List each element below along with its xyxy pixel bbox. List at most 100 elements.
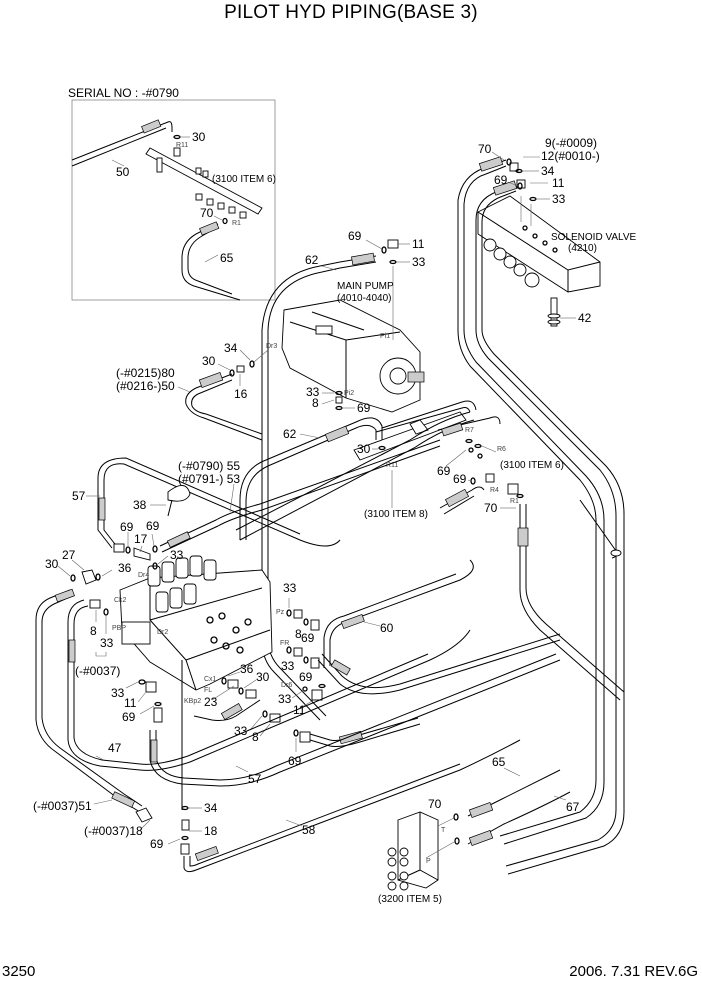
inset-manifold <box>145 147 263 215</box>
callout-8: 8 <box>90 624 97 638</box>
callout-70: 70 <box>428 797 442 811</box>
callout-65: 65 <box>220 251 234 265</box>
callout-57: 57 <box>248 772 262 786</box>
hose-55-53 <box>159 439 441 547</box>
callout-8: 8 <box>295 627 302 641</box>
callout-58: 58 <box>302 823 316 837</box>
callout-38: 38 <box>133 498 147 512</box>
hose-47 <box>67 599 471 771</box>
callout-34: 34 <box>204 801 218 815</box>
callout-50: (#0216-)50 <box>116 379 175 393</box>
callout-69: 69 <box>357 401 371 415</box>
callout-33: 33 <box>281 659 295 673</box>
hose-67-lower <box>467 791 571 845</box>
callout-69: 69 <box>348 229 362 243</box>
main-pump-code: (4010-4040) <box>337 293 391 304</box>
port-fr: FR <box>280 640 289 647</box>
hose-51 <box>35 589 141 813</box>
port-cx1: Cx1 <box>204 676 217 683</box>
drain-line: 34 30 16 (-#0215)80 (#0216-)50 <box>116 341 269 441</box>
port-dr3: Dr3 <box>266 343 277 350</box>
pilot-manifold-assembly: R11 R7 R6 R4 R1 62 30 69 69 70 (3100 ITE… <box>235 400 625 701</box>
hose-58 <box>183 739 521 873</box>
port-fl: FL <box>204 687 212 694</box>
callout-50: 50 <box>116 165 130 179</box>
callout-12: 12(#0010-) <box>541 149 600 163</box>
port-r11: R11 <box>386 462 398 469</box>
callout-3100-item-6: (3100 ITEM 6) <box>500 460 564 471</box>
inset-hose-65 <box>181 223 241 301</box>
callout-69: 69 <box>122 710 136 724</box>
hose-62-lower <box>239 417 383 540</box>
solenoid-valve-body <box>477 195 601 293</box>
callout-69: 69 <box>120 520 134 534</box>
port-r4: R4 <box>490 487 499 494</box>
hose-57-upper <box>103 463 341 549</box>
callout-55: (-#0790) 55 <box>178 459 240 473</box>
callout-34: 34 <box>541 164 555 178</box>
callout-57: 57 <box>72 489 86 503</box>
hose-65-lower <box>467 769 561 817</box>
callout-33: 33 <box>412 255 426 269</box>
callout-70: 70 <box>484 501 498 515</box>
port-ck2: Ck2 <box>114 597 127 604</box>
callout-36: 36 <box>240 662 254 676</box>
port-t: T <box>441 827 446 834</box>
callout-51: (-#0037)51 <box>33 799 92 813</box>
port-r1: R1 <box>510 498 519 505</box>
callout-11: 11 <box>124 696 137 710</box>
callout-9: 9(-#0009) <box>545 136 597 150</box>
callout-3100-item-8: (3100 ITEM 8) <box>364 509 428 520</box>
callout-53: (#0791-) 53 <box>178 472 240 486</box>
callout-8: 8 <box>252 730 259 744</box>
callout-0037: (-#0037) <box>75 664 120 678</box>
callout-69: 69 <box>453 472 467 486</box>
solenoid-valve-assembly: SOLENOID VALVE (4210) 70 9(-#0009) 12(#0… <box>457 136 637 875</box>
inset-hose-50 <box>71 121 173 161</box>
main-control-valve-assembly: (-#0790) 55 (#0791-) 53 57 38 69 69 17 3… <box>45 439 561 768</box>
callout-69: 69 <box>301 631 315 645</box>
callout-70: 70 <box>478 142 492 156</box>
solenoid-valve-label: SOLENOID VALVE <box>551 232 637 243</box>
inset-serial-label: SERIAL NO : -#0790 <box>68 86 179 100</box>
port-pbp: PBP <box>112 625 126 632</box>
callout-69: 69 <box>150 837 164 851</box>
callout-47: 47 <box>108 741 122 755</box>
callout-23: 23 <box>204 695 218 709</box>
callout-33: 33 <box>111 686 125 700</box>
port-kbp2: KBp2 <box>184 698 201 705</box>
callout-33: 33 <box>283 581 297 595</box>
callout-33: 33 <box>306 385 320 399</box>
callout-80: (-#0215)80 <box>116 366 175 380</box>
port-p: P <box>426 858 431 865</box>
page-number: 3250 <box>2 963 36 980</box>
callout-30: 30 <box>357 442 371 456</box>
callout-33: 33 <box>100 636 114 650</box>
hose-70-run <box>457 159 597 837</box>
callout-65: 65 <box>492 755 506 769</box>
lower-piping: T P 47 57 (-#0037)51 (-#0037)18 34 18 69… <box>33 588 580 905</box>
callout-62: 62 <box>283 427 297 441</box>
port-dr2: Dr2 <box>157 629 168 636</box>
callout-69: 69 <box>494 173 508 187</box>
callout-30: 30 <box>45 557 59 571</box>
callout-69: 69 <box>299 670 313 684</box>
callout-8: 8 <box>312 396 319 410</box>
hose-69-run <box>475 184 617 867</box>
callout-16: 16 <box>234 387 248 401</box>
hose-80-50 <box>185 373 263 441</box>
callout-62: 62 <box>305 253 319 267</box>
hose-57-lower <box>149 659 561 787</box>
callout-27: 27 <box>62 548 76 562</box>
hose-62-upper <box>261 255 377 721</box>
callout-11: 11 <box>293 703 306 717</box>
callout-30: 30 <box>256 670 270 684</box>
port-r7: R7 <box>465 427 474 434</box>
clamp-38 <box>167 485 191 502</box>
callout-11: 11 <box>412 237 425 251</box>
port-dr6: Dr6 <box>281 682 292 689</box>
solenoid-valve-code: (4210) <box>568 243 597 254</box>
main-pump-label: MAIN PUMP <box>337 281 394 292</box>
main-pump-assembly: MAIN PUMP (4010-4040) Dr3 Pi1 Pi2 69 11 … <box>261 229 426 721</box>
callout-70: 70 <box>200 206 214 220</box>
